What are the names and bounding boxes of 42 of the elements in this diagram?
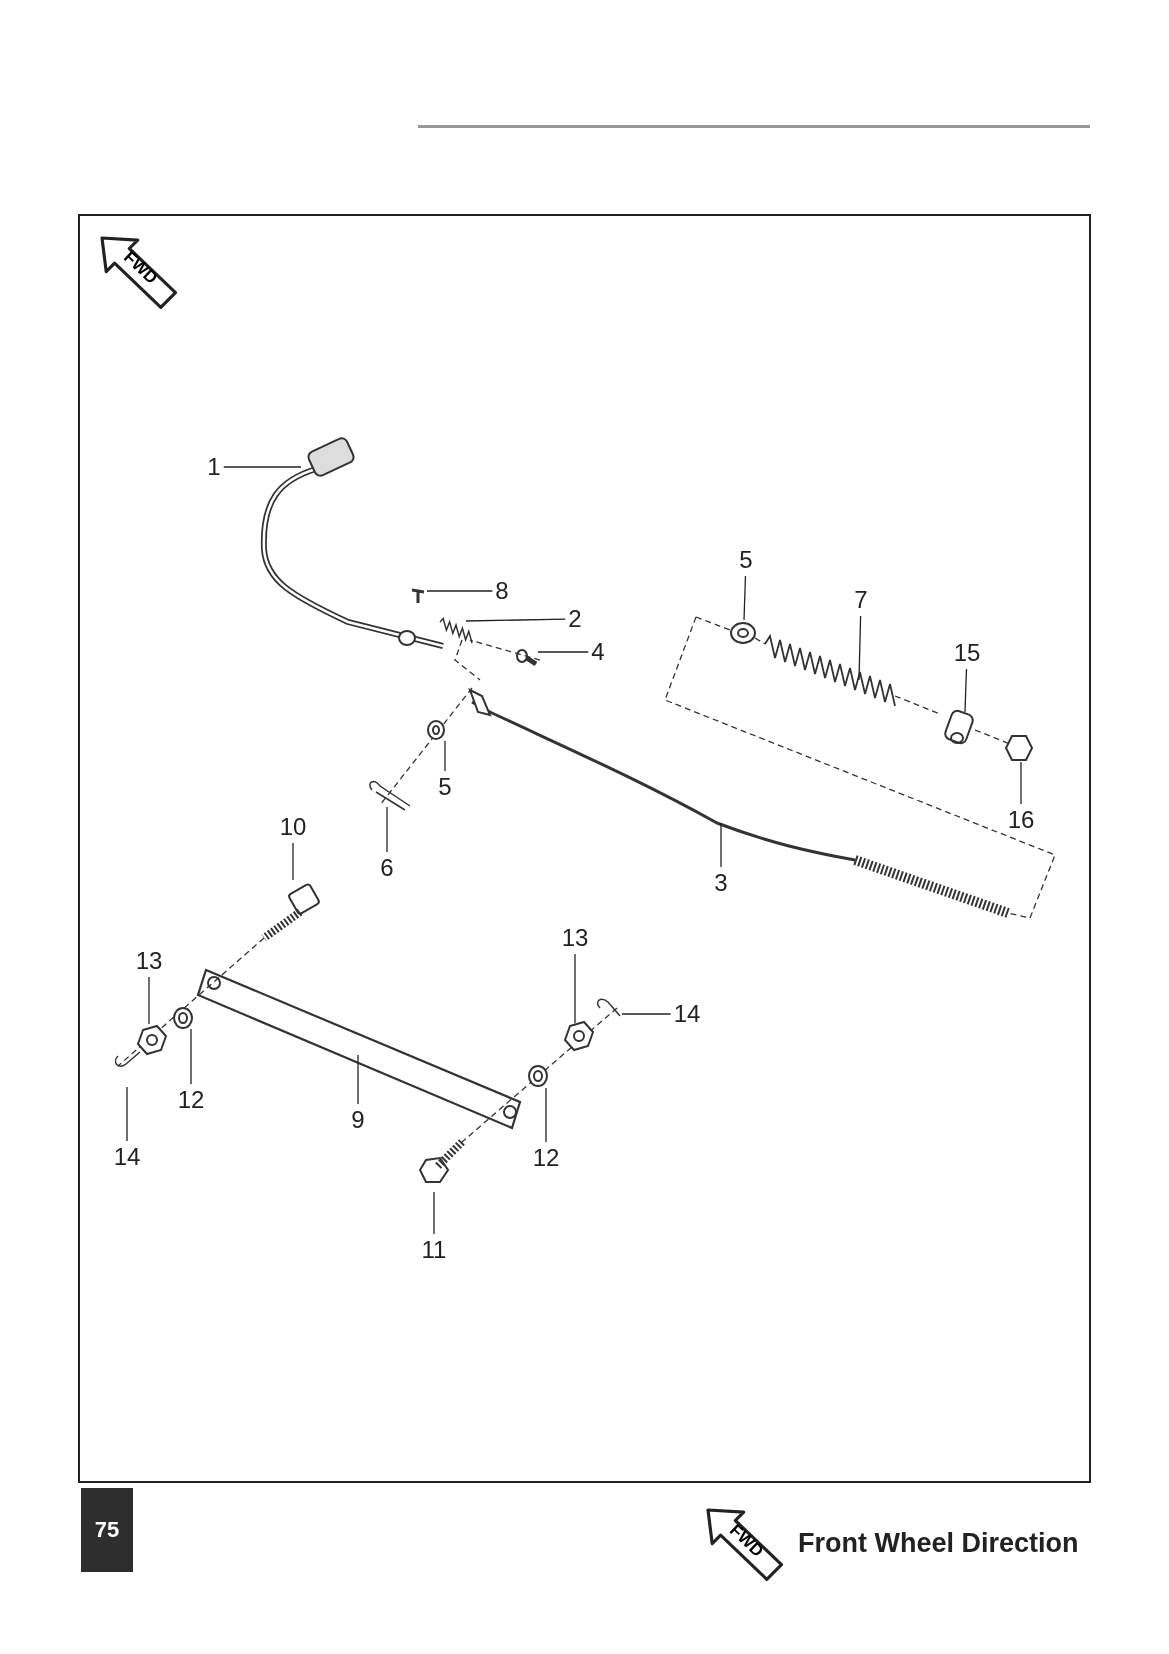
leader-line [720, 822, 722, 868]
leader-line [292, 842, 294, 881]
leader-line [386, 806, 388, 853]
leader-line [465, 618, 566, 622]
callout-number: 12 [532, 1145, 560, 1171]
callout-number: 5 [739, 547, 753, 573]
legend-text: Front Wheel Direction [798, 1528, 1079, 1559]
leader-line [223, 466, 302, 468]
leader-line [444, 740, 446, 772]
leader-line [621, 1013, 672, 1015]
callout-number: 3 [714, 870, 728, 896]
callout-number: 14 [673, 1001, 701, 1027]
leader-line [357, 1054, 359, 1105]
leader-line [433, 1191, 435, 1235]
page-number: 75 [81, 1488, 133, 1572]
callout-number: 13 [561, 925, 589, 951]
callout-number: 16 [1007, 807, 1035, 833]
leader-line [1020, 761, 1022, 805]
callout-number: 11 [421, 1237, 447, 1263]
callout-number: 4 [591, 639, 605, 665]
callout-number: 14 [113, 1144, 141, 1170]
leader-line [126, 1086, 128, 1142]
callout-number: 7 [854, 587, 868, 613]
leader-line [743, 575, 747, 621]
leader-line [574, 953, 576, 1024]
callout-number: 9 [351, 1107, 365, 1133]
callout-number: 12 [177, 1087, 205, 1113]
callout-number: 1 [207, 454, 221, 480]
callout-number: 8 [495, 578, 509, 604]
callout-number: 6 [380, 855, 394, 881]
callout-number: 13 [135, 948, 163, 974]
leader-line [545, 1087, 547, 1143]
leader-line [148, 976, 150, 1025]
callout-number: 2 [568, 606, 582, 632]
leader-line [964, 668, 968, 713]
callout-number: 5 [438, 774, 452, 800]
leader-line [858, 615, 862, 681]
leader-line [426, 590, 493, 592]
callout-number: 15 [953, 640, 981, 666]
leader-line [190, 1028, 192, 1085]
callout-number: 10 [279, 814, 307, 840]
leader-line [537, 651, 589, 653]
